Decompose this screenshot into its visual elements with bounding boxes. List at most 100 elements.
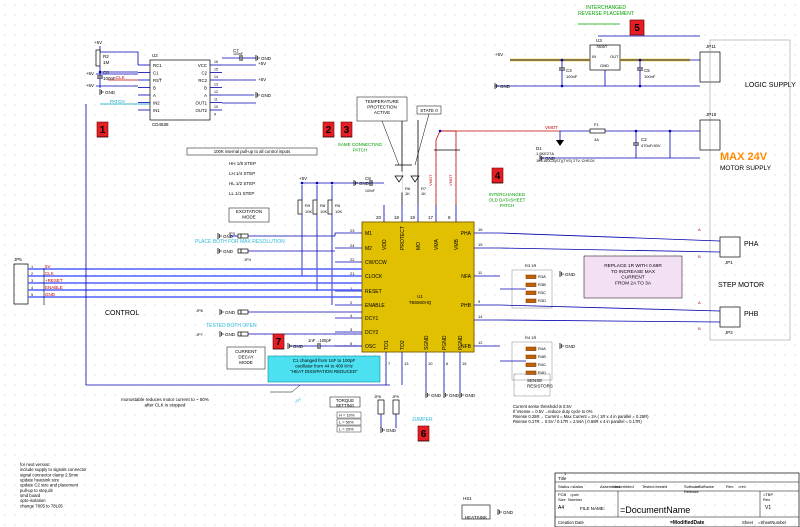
pointer (270, 384, 301, 393)
junction-dot (315, 181, 319, 185)
power-label: +5V (495, 52, 503, 57)
u1-pin-num: 1 (350, 286, 353, 291)
u1-right-pin: PHB (461, 303, 472, 309)
u1-top-pin: MO (416, 242, 422, 250)
junction-dot (638, 58, 642, 62)
c8-ref: C8 (365, 176, 371, 181)
logic-supply-label: LOGIC SUPPLY (745, 82, 796, 89)
control-pin-label: CLK (45, 271, 54, 276)
u1-pin-num: 24 (350, 243, 355, 248)
u1-bottom-pin: PGND (458, 335, 464, 350)
u1-right-pin: NFA (461, 274, 471, 280)
wire (99, 46, 139, 65)
gnd-label: GND (449, 393, 460, 398)
u1-pin-num: 10 (428, 361, 433, 366)
u1-bottom-pin: TO2 (400, 340, 406, 350)
r5-resistor (327, 199, 333, 215)
osc-note-box (267, 355, 381, 383)
replace-note-box (583, 255, 683, 299)
wire (499, 319, 721, 323)
u3-pin: IN (592, 54, 596, 59)
5v-label: +5V (293, 396, 302, 405)
sense-resistor-ref: R4A (538, 346, 546, 351)
gnd-label: GND (565, 272, 576, 277)
decay-box (226, 346, 266, 370)
tb-rev: Rev (763, 497, 770, 502)
u1-left-pin: DCY2 (365, 330, 379, 336)
c7-value: 100nF (233, 52, 243, 56)
excitation-item: HL 1/2 STEP (229, 181, 255, 186)
jumper (237, 309, 249, 315)
tb-status-val: =status (570, 484, 583, 489)
power-label: +5V (299, 176, 307, 181)
phb-label: PHB (744, 311, 759, 318)
u2-pin-num: 9 (214, 113, 216, 117)
torque-option: H = 10% (339, 413, 355, 418)
d1-ref: D1 (536, 146, 542, 151)
torque-option-box (336, 418, 362, 426)
wire (499, 304, 721, 312)
gnd-label: GND (500, 84, 511, 89)
jp-ref: JP3 (228, 231, 236, 236)
u1-left-pin: M1 (365, 231, 372, 237)
next-version-note: for next version:include supply to signa… (20, 462, 87, 508)
jp5-pin-num: 2 (31, 272, 33, 276)
gnd-label: GND (223, 249, 234, 254)
resistor-value: 1K (421, 191, 426, 196)
gnd-label: GND (105, 90, 116, 95)
resistor-value: 1K (405, 191, 410, 196)
r8-value: 10K (320, 209, 327, 214)
tb-status-val: =Software (696, 484, 715, 489)
tb-number: Number (568, 497, 583, 502)
phase-label: A (698, 300, 701, 305)
u1-pin-num: 2 (350, 300, 353, 305)
junction-dot (634, 129, 638, 133)
control-pin-label: +RESET (45, 278, 63, 283)
phase-label: A (698, 227, 701, 232)
callout-number: 4 (495, 171, 501, 182)
control-pin-label: ENABLE (45, 285, 63, 290)
r2-value: 1M (103, 60, 110, 65)
power-label: +5V (258, 61, 266, 66)
wire (499, 247, 721, 253)
u1-ref: U1 (417, 294, 423, 299)
r8-ref: R8 (320, 203, 326, 208)
tb-status-val: =tested (654, 484, 667, 489)
u2-pin-label: RST̅ (153, 78, 162, 83)
power-label: +5V (86, 83, 94, 88)
control-label: CONTROL (105, 310, 139, 317)
gnd-label: GND (261, 56, 272, 61)
hs-ref: HS1 (463, 496, 472, 501)
c6-ref: C6 (103, 70, 109, 75)
power-label: +5V (86, 71, 94, 76)
led-icon (410, 175, 420, 183)
pin-num: 11 (478, 270, 483, 275)
tb-title: Title (558, 476, 567, 481)
temp-box (356, 96, 408, 122)
junction-dot (300, 181, 304, 185)
u2-ref: U2 (152, 53, 158, 58)
c4-ref: C4 (566, 68, 572, 73)
u1-pin-num: 22 (350, 257, 355, 262)
jp-ref: JP4 (244, 257, 252, 262)
sense-frame (513, 373, 551, 397)
torque-option-box (336, 425, 362, 433)
r8-resistor (312, 199, 318, 215)
sense-resistor (525, 362, 537, 367)
tb-tbp: =TBP (763, 492, 773, 497)
r9-resistor (297, 199, 303, 215)
u2-pin-label: IN2 (153, 101, 160, 106)
u1-pin-num: 23 (350, 228, 355, 233)
u1-top-pin: VDD (382, 239, 388, 250)
sense-resistor-ref: R3B (538, 282, 546, 287)
u2-pin-label: A (153, 93, 156, 98)
gnd-label: GND (223, 234, 234, 239)
u1-left-pin: CLOCK (365, 274, 383, 280)
gnd-label: GND (293, 344, 304, 349)
jp5-pin-num: 5 (31, 293, 33, 297)
max-24v-title: MAX 24V (720, 151, 768, 163)
